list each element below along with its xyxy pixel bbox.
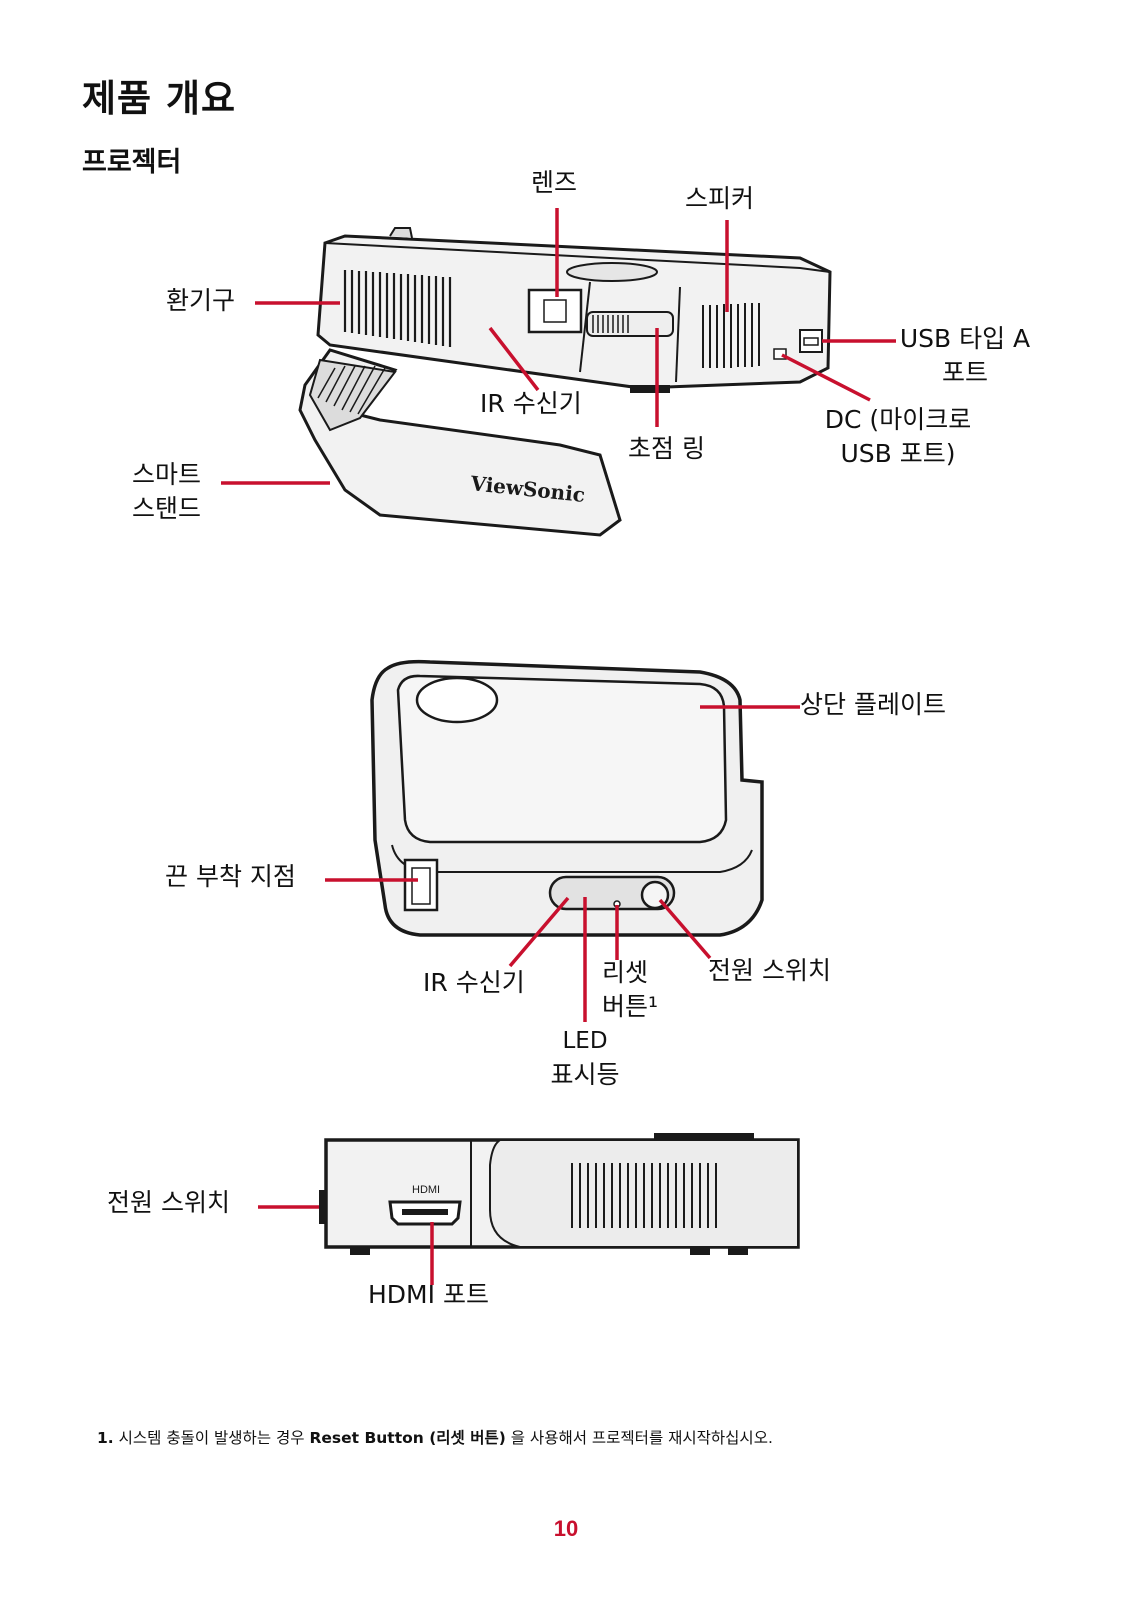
figure-projector-top-view <box>325 659 800 1022</box>
label-dc-micro-usb: DC (마이크로 USB 포트) <box>824 405 972 468</box>
label-led-indicator: LED 표시등 <box>550 1028 620 1089</box>
hdmi-port-text: HDMI <box>412 1184 440 1196</box>
label-smart-stand: 스마트 스탠드 <box>132 460 202 523</box>
label-focus-ring: 초점 링 <box>628 434 705 463</box>
label-vent: 환기구 <box>166 286 236 315</box>
footnote-bold: Reset Button (리셋 버튼) <box>309 1429 506 1447</box>
label-hdmi-port: HDMI 포트 <box>368 1280 489 1309</box>
speaker-grille <box>702 303 760 368</box>
label-ir-receiver-1: IR 수신기 <box>480 389 582 418</box>
figure-projector-hdmi-side: HDMI <box>258 1133 800 1285</box>
power-switch-nub <box>319 1190 326 1224</box>
label-top-plate: 상단 플레이트 <box>800 690 946 719</box>
footnote-text-after: 을 사용해서 프로젝터를 재시작하십시오. <box>510 1429 773 1447</box>
page-title: 제품 개요 <box>82 77 237 120</box>
micro-usb-port <box>773 348 787 360</box>
label-ir-receiver-2: IR 수신기 <box>423 968 525 997</box>
label-usb-a-port: USB 타입 A 포트 <box>899 324 1031 387</box>
figure-projector-side-view: ViewSonic <box>221 208 896 537</box>
vent-grille <box>343 270 452 347</box>
side-vent-grille <box>571 1163 717 1228</box>
footnote: 1. 시스템 충돌이 발생하는 경우 Reset Button (리셋 버튼) … <box>97 1426 773 1448</box>
label-speaker: 스피커 <box>685 184 755 213</box>
label-strap-point: 끈 부착 지점 <box>165 862 296 891</box>
label-lens: 렌즈 <box>531 168 578 197</box>
label-reset-button: 리셋 버튼¹ <box>602 958 659 1021</box>
section-title: 프로젝터 <box>82 147 182 178</box>
label-power-switch-2: 전원 스위치 <box>107 1188 230 1217</box>
top-lens-circle <box>415 676 499 724</box>
label-power-switch-1: 전원 스위치 <box>708 956 831 985</box>
footnote-text-before: 시스템 충돌이 발생하는 경우 <box>118 1429 305 1447</box>
smart-stand <box>298 348 622 537</box>
page-number: 10 <box>553 1516 579 1541</box>
footnote-number: 1. <box>97 1429 114 1447</box>
